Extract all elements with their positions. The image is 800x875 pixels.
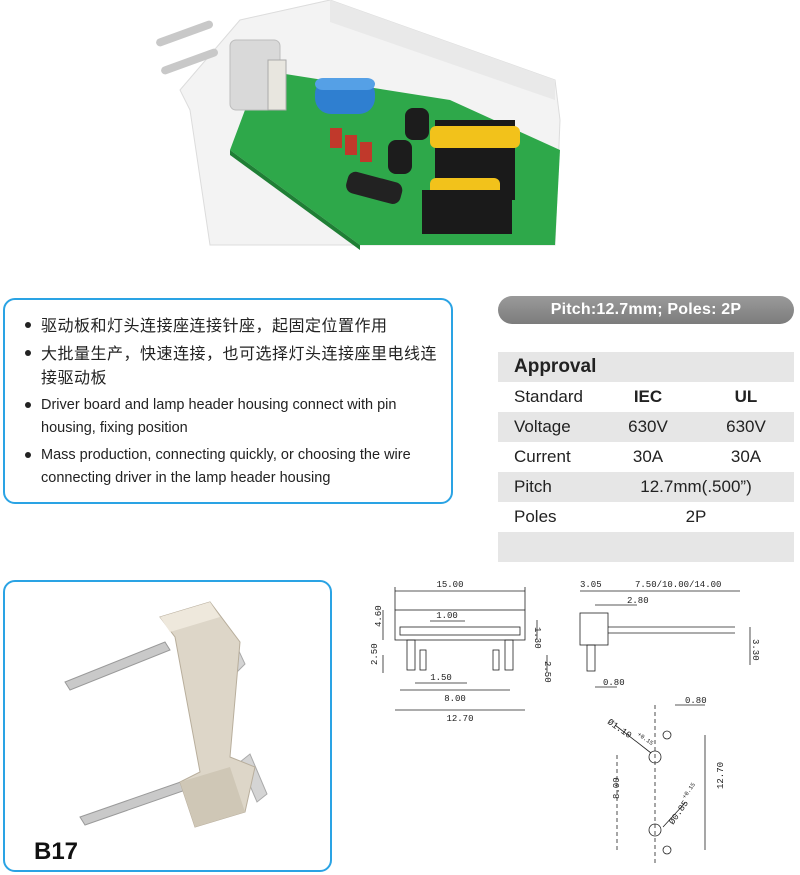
approval-table: Approval Standard IEC UL Voltage 630V 63… xyxy=(498,352,794,562)
feature-item: Driver board and lamp header housing con… xyxy=(23,394,437,440)
features-box: 驱动板和灯头连接座连接针座，起固定位置作用 大批量生产，快速连接，也可选择灯头连… xyxy=(3,298,453,504)
dim-pcb-hole-big-tol: +0.15 xyxy=(636,731,655,747)
dim-side-pin-h: 3.30 xyxy=(750,639,760,661)
header-standard: Standard xyxy=(514,387,583,406)
approval-header-row: Standard IEC UL xyxy=(498,382,794,412)
header-iec: IEC xyxy=(633,387,663,406)
feature-item: 驱动板和灯头连接座连接针座，起固定位置作用 xyxy=(23,314,437,338)
driver-housing-illustration xyxy=(156,0,561,250)
row-value: 2P xyxy=(685,507,707,526)
approval-title: Approval xyxy=(514,356,597,377)
dim-pcb-hole-big: Ø1.10 xyxy=(605,717,633,741)
header-ul: UL xyxy=(734,387,758,406)
dim-pcb-offset: 0.80 xyxy=(685,696,707,706)
row-label: Pitch xyxy=(514,477,552,496)
dim-front-pin-left: 2.50 xyxy=(370,643,380,665)
dim-front-height: 4.60 xyxy=(374,605,384,627)
row-iec: 30A xyxy=(632,447,664,466)
pitch-poles-banner: Pitch:12.7mm; Poles: 2P xyxy=(498,296,794,324)
dim-side-top-left: 3.05 xyxy=(580,580,602,590)
features-list: 驱动板和灯头连接座连接针座，起固定位置作用 大批量生产，快速连接，也可选择灯头连… xyxy=(23,314,437,490)
approval-row-poles: Poles 2P xyxy=(498,502,794,532)
dim-front-pin-right: 2.50 xyxy=(542,661,552,683)
dim-front-pitch: 12.70 xyxy=(446,714,473,724)
dim-pcb-hole-small-tol: +0.15 xyxy=(681,781,697,800)
dim-pcb-pitch: 12.70 xyxy=(716,762,726,789)
approval-title-row: Approval xyxy=(498,352,794,382)
dim-pcb-spacing: 8.00 xyxy=(612,777,622,799)
product-photo-box xyxy=(3,580,332,872)
approval-empty-row xyxy=(498,532,794,562)
approval-row-current: Current 30A 30A xyxy=(498,442,794,472)
feature-item: Mass production, connecting quickly, or … xyxy=(23,444,437,490)
pin-housing-photo xyxy=(64,601,268,828)
dim-pcb-hole-small: Ø0.85 xyxy=(667,799,691,827)
dim-side-lengths: 7.50/10.00/14.00 xyxy=(635,580,721,590)
row-iec: 630V xyxy=(628,417,668,436)
dim-front-span: 8.00 xyxy=(444,694,466,704)
dim-front-right: 1.30 xyxy=(532,627,542,649)
technical-drawing: 15.00 1.00 4.60 1.30 2.50 2.50 1.50 8.00… xyxy=(370,580,760,865)
row-label: Poles xyxy=(514,507,557,526)
approval-row-voltage: Voltage 630V 630V xyxy=(498,412,794,442)
dim-front-width: 15.00 xyxy=(436,580,463,590)
row-ul: 30A xyxy=(730,447,762,466)
row-label: Current xyxy=(514,447,571,466)
row-ul: 630V xyxy=(726,417,766,436)
dim-side-offset: 2.80 xyxy=(627,596,649,606)
dim-front-gap: 1.50 xyxy=(430,673,452,683)
feature-item: 大批量生产，快速连接，也可选择灯头连接座里电线连接驱动板 xyxy=(23,342,437,390)
model-label: B17 xyxy=(34,838,79,865)
dim-front-inner: 1.00 xyxy=(436,611,458,621)
approval-row-pitch: Pitch 12.7mm(.500”) xyxy=(498,472,794,502)
dim-side-pin-d: 0.80 xyxy=(603,678,625,688)
row-label: Voltage xyxy=(514,417,571,436)
row-value: 12.7mm(.500”) xyxy=(640,477,752,496)
